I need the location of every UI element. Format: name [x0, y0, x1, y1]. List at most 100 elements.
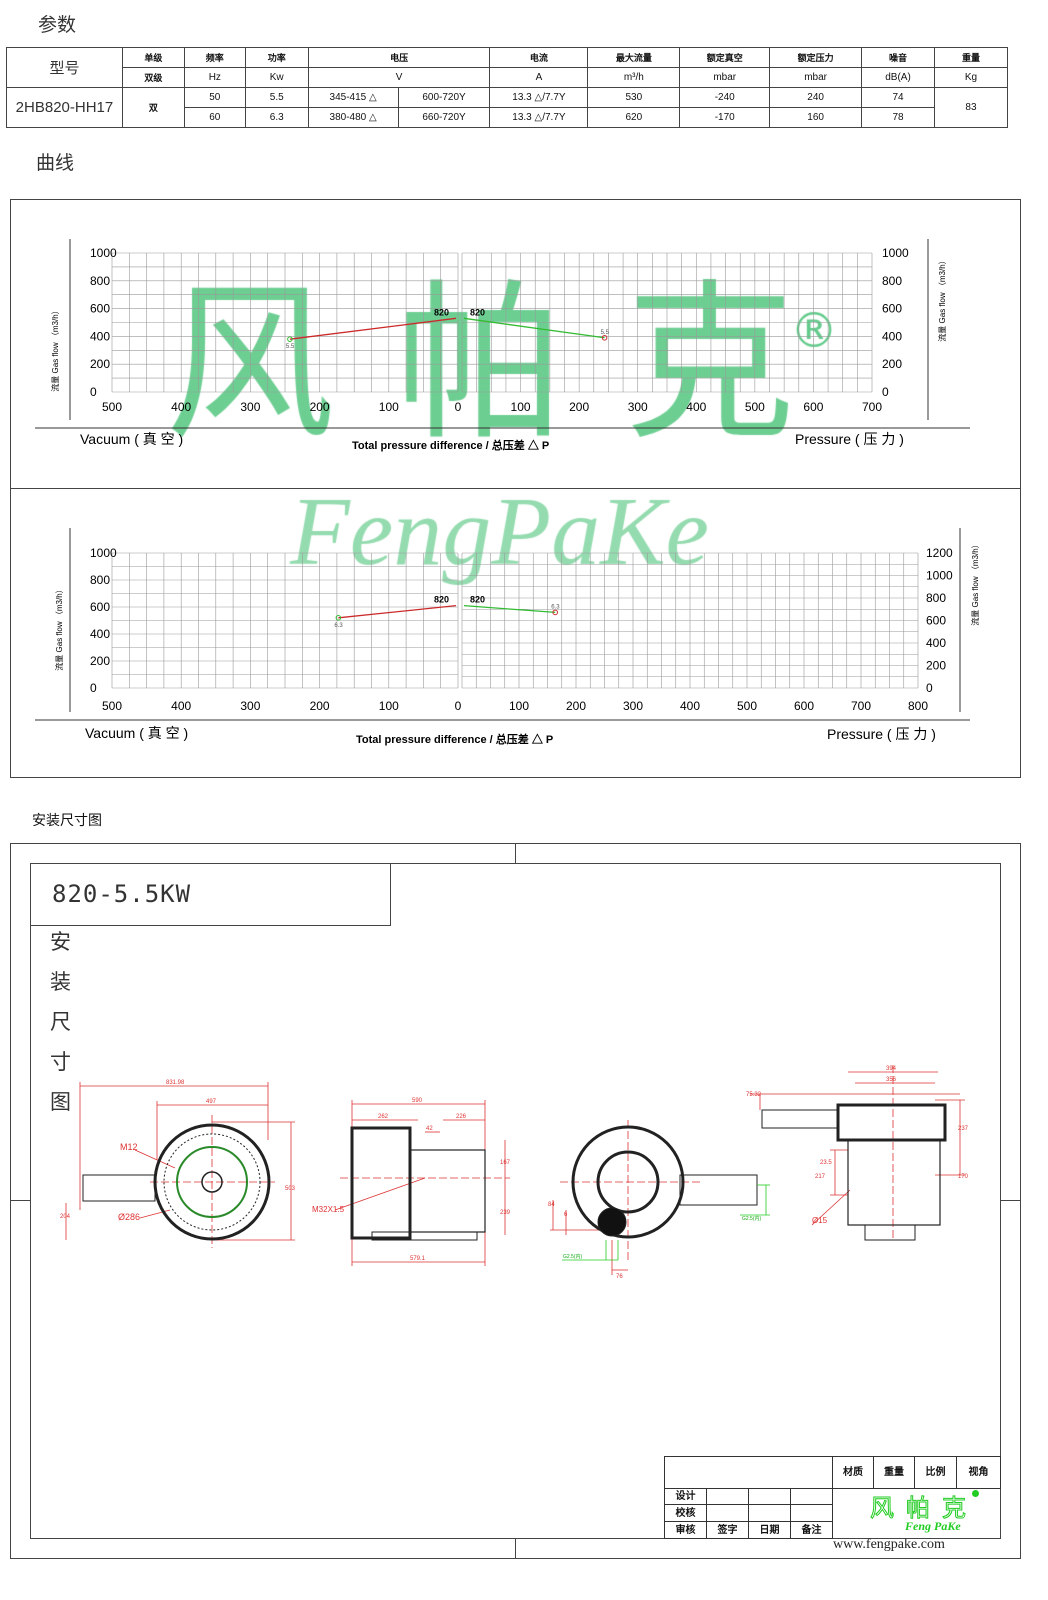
header-max-flow: 最大流量: [587, 47, 681, 68]
header-weight: 重量: [933, 47, 1009, 68]
curve-pressure: [463, 605, 556, 614]
tb-cell: [706, 1504, 749, 1522]
char: 装: [50, 970, 71, 994]
data-point: [287, 336, 293, 342]
dim-239: 239: [500, 1210, 511, 1216]
vacuum-label: Vacuum ( 真 空 ): [80, 431, 183, 447]
left-y-tick-label: 600: [90, 600, 110, 614]
dim-84: 84: [548, 1202, 555, 1208]
chart-divider: [10, 488, 1021, 489]
dim-170: 170: [958, 1174, 969, 1180]
right-y-axis-label: 流量 Gas flow （m3/h）: [970, 540, 980, 625]
tb-material: 材质: [832, 1456, 874, 1489]
pressure-tick-label: 300: [628, 400, 648, 414]
cell: -240: [679, 87, 771, 108]
left-y-tick-label: 200: [90, 357, 110, 371]
cell: 530: [587, 87, 681, 108]
dimension-lines: [65, 1065, 965, 1275]
unit-hz: Hz: [183, 67, 246, 88]
unit-weight: Kg: [933, 67, 1009, 88]
dim-g-thread-2: G2.5(内): [742, 1215, 762, 1222]
right-y-tick-label: 1200: [926, 546, 953, 560]
curve-vacuum: [338, 605, 457, 619]
dim-831: 831.98: [166, 1080, 185, 1086]
pressure-tick-label: 600: [794, 699, 814, 713]
dim-m12: M12: [120, 1142, 138, 1152]
unit-a: A: [489, 67, 589, 88]
blower-outlines: [82, 1103, 947, 1241]
pressure-label: Pressure ( 压 力 ): [827, 726, 936, 742]
vacuum-tick-label: 0: [455, 400, 462, 414]
vacuum-tick-label: 300: [240, 699, 260, 713]
cell: 5.5: [244, 87, 309, 108]
header-vacuum: 额定真空: [679, 47, 771, 68]
x-axis-label: Total pressure difference / 总压差 △ P: [356, 732, 553, 746]
curve-label: 820: [470, 307, 485, 317]
spec-table: 型号 单级 频率 功率 电压 电流 最大流量 额定真空 额定压力 噪音 重量 双…: [6, 47, 1009, 128]
unit-vac: mbar: [679, 67, 771, 88]
section-title-curves: 曲线: [36, 152, 75, 174]
dim-167: 167: [500, 1160, 511, 1166]
right-y-tick-label: 800: [926, 591, 946, 605]
right-y-tick-label: 1000: [882, 246, 909, 260]
vacuum-tick-label: 400: [171, 699, 191, 713]
header-current: 电流: [489, 47, 589, 68]
cell: 600-720Y: [397, 87, 491, 108]
drawing-inner-frame: [30, 863, 1001, 1539]
cell: 13.3 △/7.7Y: [489, 87, 589, 108]
rear-view-port: [597, 1207, 627, 1237]
point-label: 6.3: [334, 623, 343, 629]
tb-cell: [790, 1488, 833, 1505]
vacuum-tick-label: 400: [171, 400, 191, 414]
pressure-tick-label: 500: [745, 400, 765, 414]
right-y-tick-label: 1000: [926, 569, 953, 583]
pressure-tick-label: 100: [511, 400, 531, 414]
char: 寸: [50, 1050, 71, 1074]
tb-sign: 签字: [706, 1521, 749, 1539]
frame-tick: [1000, 1200, 1021, 1201]
left-y-tick-label: 1000: [90, 546, 117, 560]
tb-review: 审核: [664, 1521, 707, 1539]
tb-cell: [790, 1504, 833, 1522]
curve-label: 820: [434, 307, 449, 317]
vacuum-tick-label: 100: [379, 699, 399, 713]
tb-cell: [748, 1504, 791, 1522]
tb-cell: [748, 1488, 791, 1505]
drawing-title-box: [30, 863, 391, 926]
unit-flow: m³/h: [587, 67, 681, 88]
left-y-axis-label: 流量 Gas flow （m3/h）: [54, 585, 64, 670]
pressure-tick-label: 200: [566, 699, 586, 713]
cell: 50: [183, 87, 246, 108]
header-frequency: 频率: [183, 47, 246, 68]
cell: 13.3 △/7.7Y: [489, 107, 589, 128]
pressure-tick-label: 700: [851, 699, 871, 713]
dim-23-5: 23.5: [820, 1160, 832, 1166]
rear-view-housing: [571, 1125, 685, 1239]
right-y-tick-label: 800: [882, 274, 902, 288]
dim-262: 262: [378, 1114, 389, 1120]
dim-237: 237: [958, 1126, 969, 1132]
frame-tick: [515, 843, 516, 863]
dim-phi15: Ø15: [812, 1216, 828, 1225]
pressure-tick-label: 100: [509, 699, 529, 713]
cell: 74: [861, 87, 935, 108]
right-y-tick-label: 0: [926, 681, 933, 695]
dim-g-thread-1: G2.5(内): [563, 1253, 583, 1260]
unit-kw: Kw: [244, 67, 309, 88]
vacuum-tick-label: 500: [102, 699, 122, 713]
left-y-tick-label: 600: [90, 302, 110, 316]
left-y-axis-label: 流量 Gas flow （m3/h）: [50, 306, 60, 391]
vacuum-tick-label: 300: [240, 400, 260, 414]
unit-stage: 双级: [121, 67, 185, 88]
char: 图: [50, 1090, 71, 1114]
website-url[interactable]: www.fengpake.com: [833, 1537, 945, 1552]
right-y-tick-label: 0: [882, 385, 889, 399]
tb-view: 视角: [956, 1456, 1001, 1489]
dim-226: 226: [456, 1114, 467, 1120]
logo-dot: [972, 1490, 979, 1497]
data-point: [601, 334, 608, 341]
right-y-axis-label: 流量 Gas flow （m3/h）: [937, 256, 947, 341]
data-point: [552, 609, 559, 616]
pressure-tick-label: 800: [908, 699, 928, 713]
